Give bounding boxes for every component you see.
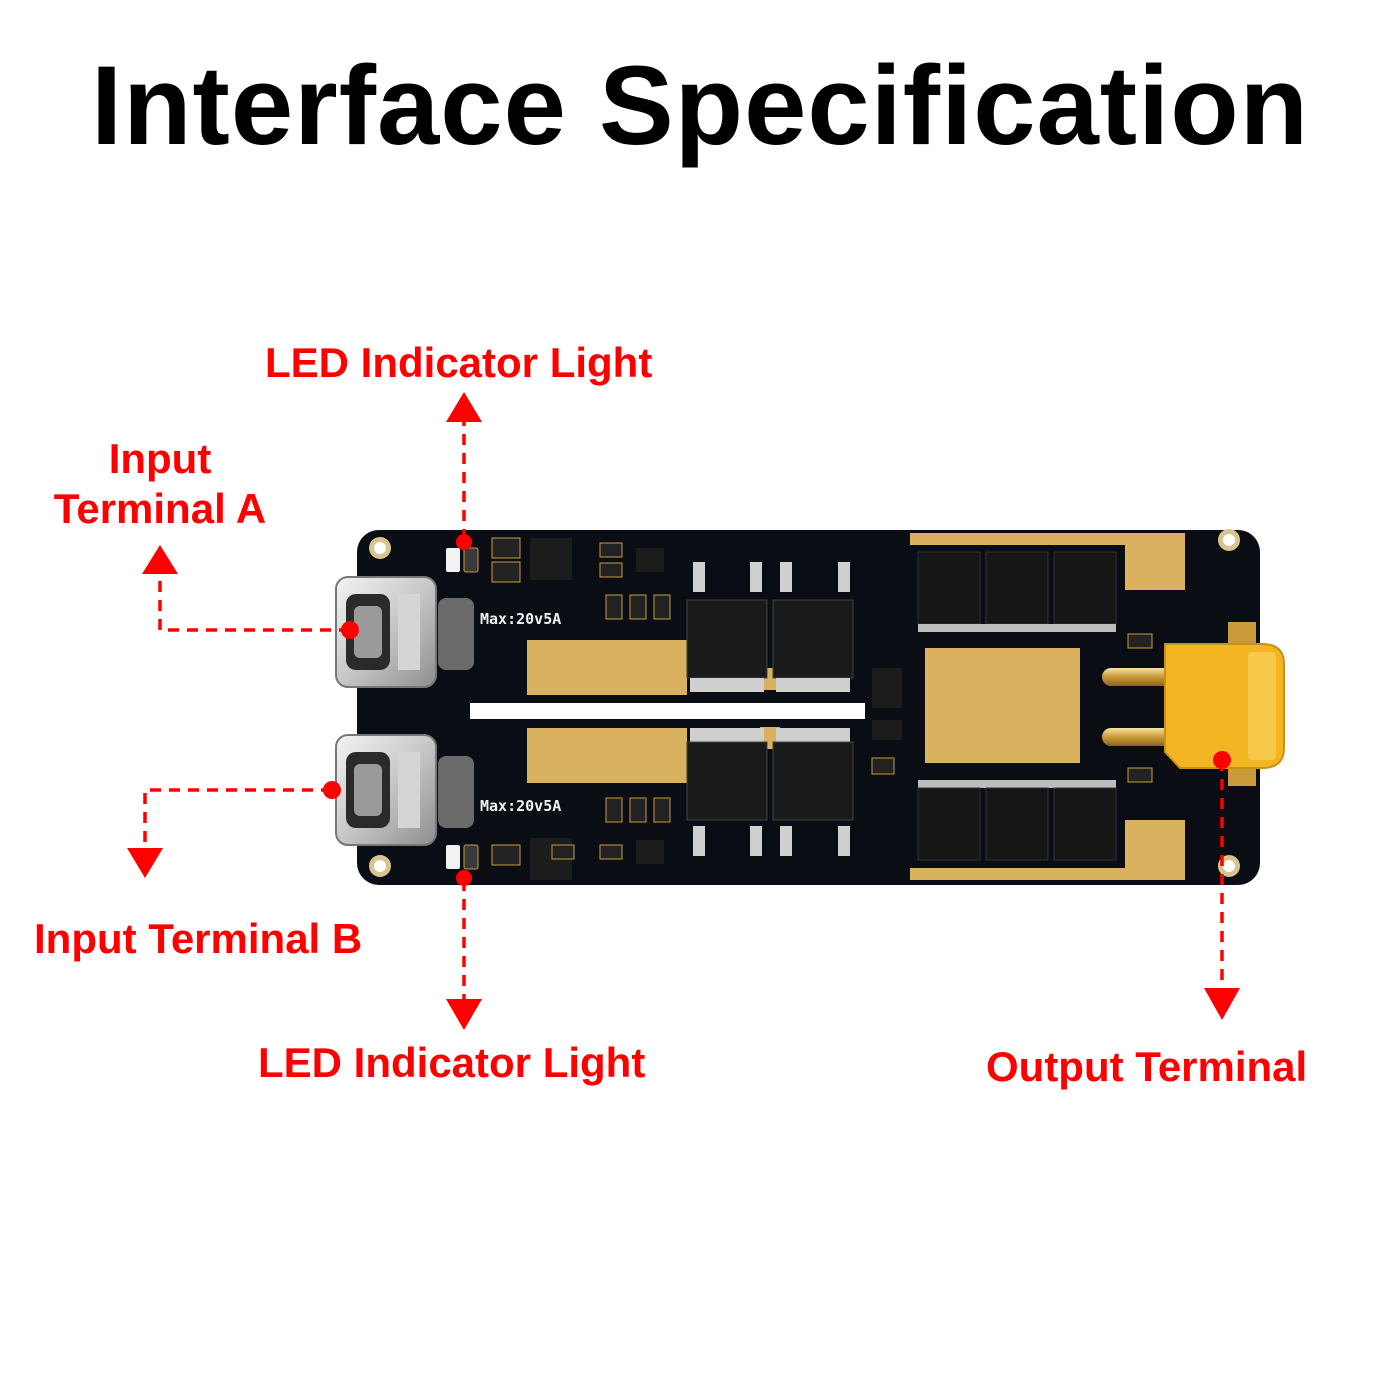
label-led-indicator-bottom: LED Indicator Light [258,1039,646,1086]
output-connector[interactable] [1102,622,1285,786]
dot-input-b [323,781,341,799]
board-slot [470,703,865,719]
annotations [143,420,1224,1000]
dot-led-top [456,534,472,550]
usb-c-port-b[interactable] [335,734,474,846]
label-input-terminal-a-line2: Terminal A [53,485,267,533]
mosfets-upper [686,562,854,692]
dot-led-bottom [456,870,472,886]
label-input-terminal-b: Input Terminal B [34,915,363,962]
mosfets-lower [686,728,854,856]
label-led-indicator-top: LED Indicator Light [265,339,653,386]
annotation-arrowheads [127,392,1240,1030]
silkscreen-rating-b: Max:20v5A [480,797,561,815]
power-ics-upper [917,551,1117,632]
dot-input-a [341,621,359,639]
power-ics-lower [917,780,1117,861]
copper-pads [527,533,1185,880]
led-indicator-b [446,844,479,870]
arrow-down-output [1204,988,1240,1020]
label-output-terminal: Output Terminal [986,1043,1308,1090]
dot-output [1213,751,1231,769]
arrow-down-led-bottom [446,999,482,1030]
arrow-down-input-b [127,848,163,878]
arrow-up-led-top [446,392,482,422]
arrow-up-input-a [142,545,178,574]
mounting-holes [369,529,1240,877]
silkscreen-rating-a: Max:20v5A [480,610,561,628]
usb-c-port-a[interactable] [335,576,474,688]
smd-components [491,537,1153,880]
led-indicator-a [446,547,479,573]
label-input-terminal-a: Input Terminal A [40,434,280,535]
page-title: Interface Specification [90,43,1310,168]
label-input-terminal-a-line1: Input [108,435,212,482]
